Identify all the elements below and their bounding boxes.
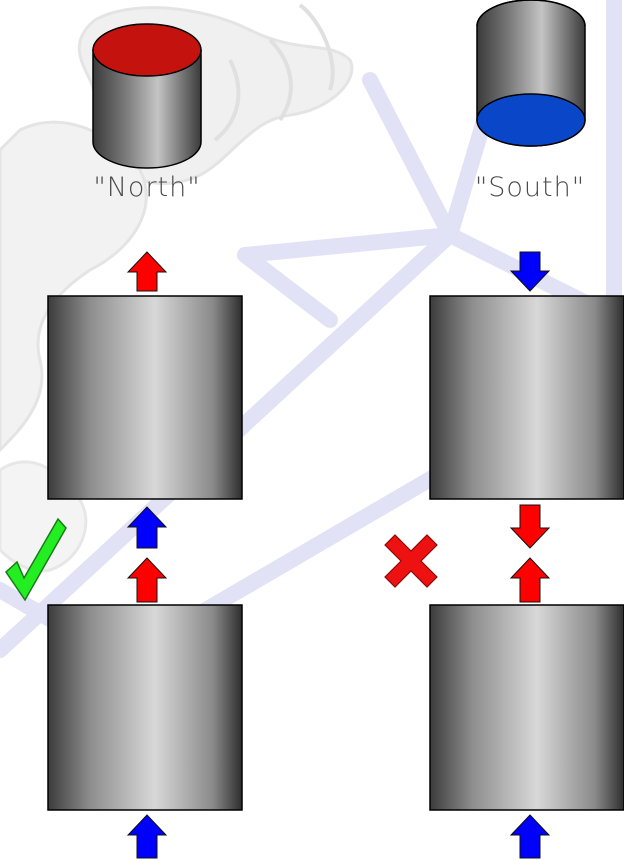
south-label: "South" <box>474 172 586 203</box>
lower-right-magnet <box>429 604 624 811</box>
upper-right-magnet <box>429 295 624 500</box>
south-pole-magnet <box>476 0 586 147</box>
north-pole-magnet <box>92 23 202 169</box>
blue-up-arrow-icon <box>126 506 168 549</box>
red-up-arrow-icon <box>126 557 168 603</box>
north-label: "North" <box>93 172 201 203</box>
red-up-arrow-icon <box>126 251 168 292</box>
lower-left-magnet <box>47 604 243 811</box>
red-down-arrow-icon <box>509 504 551 549</box>
blue-down-arrow-icon <box>509 251 551 292</box>
blue-up-arrow-icon <box>126 814 168 859</box>
red-up-arrow-icon <box>509 557 551 603</box>
upper-left-magnet <box>47 295 243 500</box>
blue-up-arrow-icon <box>509 814 551 859</box>
check-icon <box>5 517 67 602</box>
cross-icon <box>384 534 438 588</box>
